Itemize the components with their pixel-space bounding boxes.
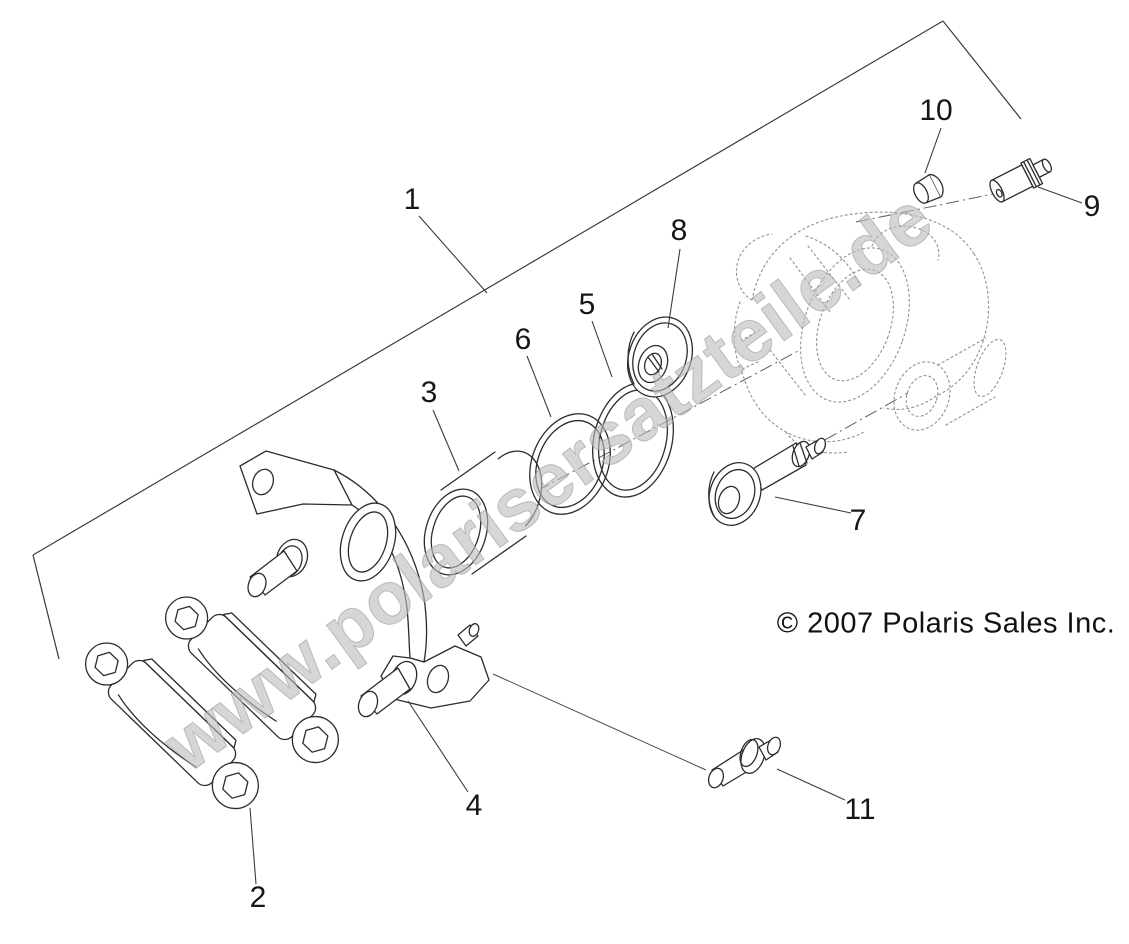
callout-7: 7 [849, 504, 867, 537]
piston-boot-seal [627, 316, 693, 398]
assembly-boundary-line [32, 20, 1022, 660]
callout-9: 9 [1083, 190, 1101, 223]
caliper-piston [423, 450, 543, 576]
bolt-axis-line [492, 673, 707, 771]
dust-seal-ring [591, 382, 675, 498]
callout-leader-lines [249, 127, 1083, 885]
caliper-mounting-bracket [239, 450, 490, 718]
callout-4: 4 [465, 789, 483, 822]
bleeder-screw-cap [913, 173, 944, 204]
bleeder-screw [989, 157, 1052, 203]
copyright-notice: © 2007 Polaris Sales Inc. [776, 607, 1116, 640]
callout-5: 5 [578, 288, 596, 321]
callout-1: 1 [403, 183, 421, 216]
callout-3: 3 [420, 376, 438, 409]
callout-8: 8 [670, 214, 688, 247]
guide-pin-bolt-with-boot [708, 437, 827, 526]
mount-bolt [707, 736, 782, 789]
brake-caliper-body-phantom [733, 211, 1007, 454]
callout-6: 6 [514, 323, 532, 356]
brake-pad-set [75, 577, 356, 820]
callout-11: 11 [844, 793, 876, 826]
callout-2: 2 [249, 881, 267, 914]
callout-10: 10 [919, 94, 953, 127]
